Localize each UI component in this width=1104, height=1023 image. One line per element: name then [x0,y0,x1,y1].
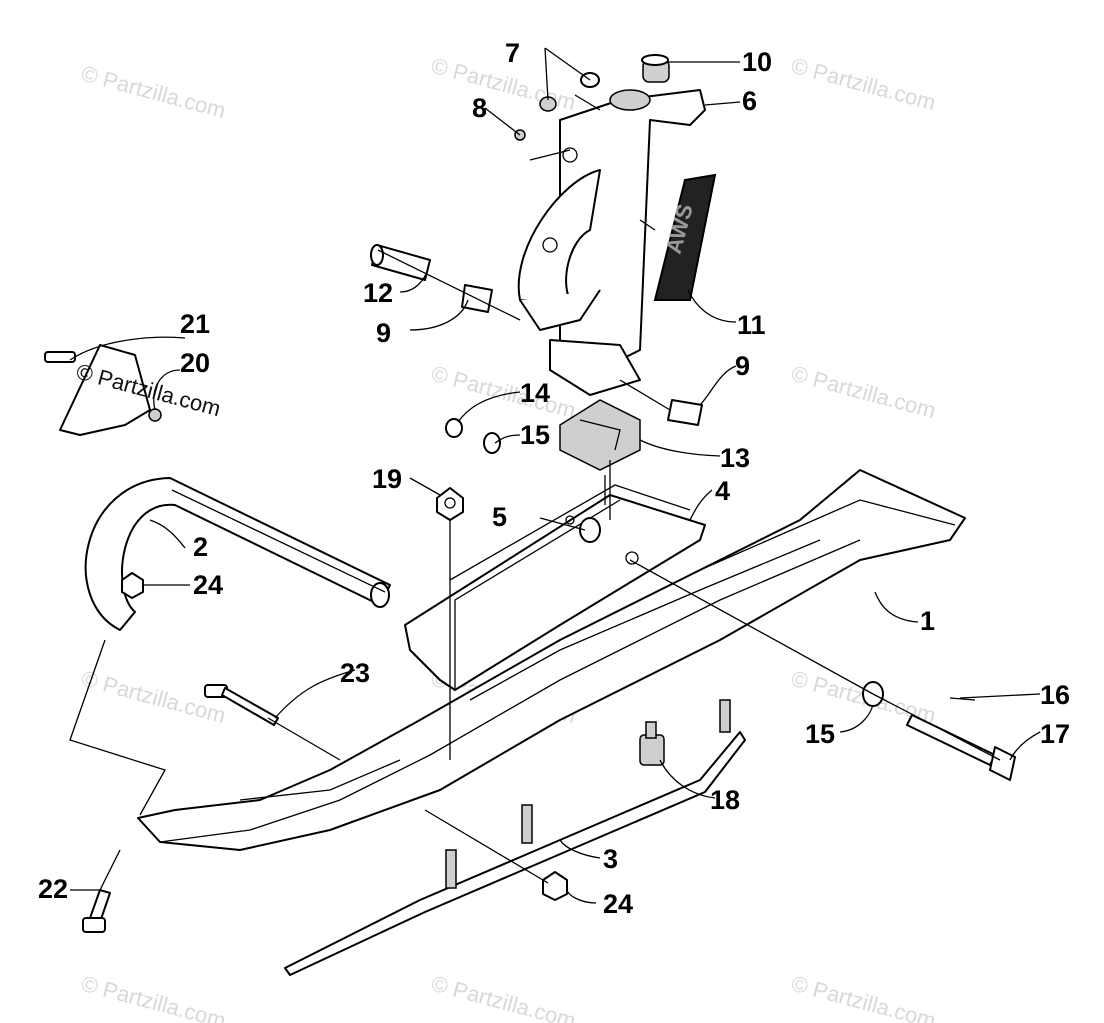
callout-1: 1 [920,606,935,636]
callout-20: 20 [180,348,210,378]
bushing-part-9b [667,399,703,426]
watermark-text: © Partzilla.com [789,971,939,1023]
callout-9a: 9 [376,318,391,348]
callout-19: 19 [372,464,402,494]
damper-part-13 [559,399,641,471]
callout-12: 12 [363,278,393,308]
callout-23: 23 [340,658,370,688]
bolt-part-21 [44,351,76,363]
callout-18: 18 [710,785,740,815]
nut-part-19 [436,487,464,521]
callout-14: 14 [520,378,550,408]
callout-13: 13 [720,443,750,473]
watermark-text: © Partzilla.com [79,971,229,1023]
watermark-text: © Partzilla.com [429,971,579,1023]
callout-24a: 24 [193,570,223,600]
nuts-part-24 [121,572,568,901]
callout-17: 17 [1040,719,1070,749]
callout-8: 8 [472,93,487,123]
bolt-part-17 [906,697,1016,781]
watermark-text: © Partzilla.com [789,53,939,116]
callout-7: 7 [505,38,520,68]
bolt-part-22 [82,889,111,933]
callout-4: 4 [715,476,730,506]
cap-part-10 [641,54,670,83]
watermark-text: © Partzilla.com [789,361,939,424]
cotter-pin-part-16 [949,697,976,701]
ski-part-1 [137,469,966,851]
watermark-text: © Partzilla.com [79,61,229,124]
wear-bar-part-3 [284,699,746,976]
callout-15b: 15 [805,719,835,749]
callout-10: 10 [742,47,772,77]
callout-3: 3 [603,844,618,874]
washer-part-5 [579,517,601,543]
callout-15a: 15 [520,420,550,450]
callout-11: 11 [737,310,766,340]
saddle-part-4 [404,484,706,691]
callout-24b: 24 [603,889,633,919]
callout-6: 6 [742,86,757,116]
bolt-part-23 [204,684,279,726]
loop-handle-part-2 [84,477,391,631]
callout-2: 2 [193,532,208,562]
washers [445,418,884,707]
stud-part-18 [639,721,665,766]
decal-part-11: AWS [653,173,717,301]
callout-16: 16 [1040,680,1070,710]
nut-part-20 [148,408,162,422]
callout-5: 5 [492,502,507,532]
leader-lines [69,47,1041,904]
washer-part-15 [483,432,501,454]
spindle-part-6 [517,89,706,396]
bushing-part-14 [445,418,463,438]
callout-labels: 1 2 3 4 5 6 7 8 9 9 10 11 12 13 14 15 15… [38,38,1070,919]
callout-21: 21 [180,309,210,339]
callout-22: 22 [38,874,68,904]
callout-9b: 9 [735,351,750,381]
